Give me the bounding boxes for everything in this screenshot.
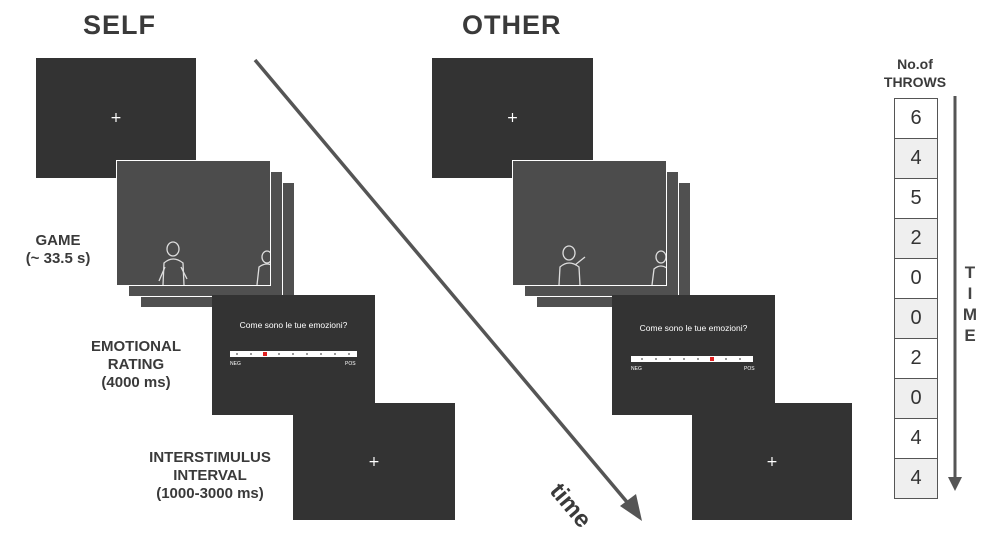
throw-count: 5 [894,178,938,218]
other-rating-screen: Come sono le tue emozioni? NEG POS [612,295,775,415]
vertical-time-arrow-head [948,477,962,491]
self-players-image [117,161,270,285]
rating-neg-label: NEG [631,366,642,372]
time-letter: E [962,325,978,346]
rating-label-line3: (4000 ms) [76,374,196,392]
fixation-cross: + [110,110,122,126]
rating-neg-label: NEG [230,361,241,367]
rating-label-line2: RATING [76,356,196,374]
throws-table: 6 4 5 2 0 0 2 0 4 4 [894,98,938,499]
fixation-cross: + [507,110,519,126]
throw-count: 0 [894,258,938,298]
throw-count: 4 [894,458,938,499]
fixation-cross: + [368,454,380,470]
throw-count: 0 [894,378,938,418]
rating-scale [631,356,753,362]
rating-pos-label: POS [744,366,755,372]
throw-count: 6 [894,98,938,138]
self-rating-screen: Come sono le tue emozioni? NEG POS [212,295,375,415]
rating-label: EMOTIONAL RATING (4000 ms) [76,338,196,392]
rating-prompt: Come sono le tue emozioni? [212,320,375,330]
throw-count: 4 [894,418,938,458]
throws-header-line1: No.of [872,55,958,73]
self-game-screen [116,160,271,286]
throw-count: 4 [894,138,938,178]
time-letter: I [962,283,978,304]
game-label-line2: (~ 33.5 s) [18,250,98,268]
rating-pos-label: POS [345,361,356,367]
throws-header-line2: THROWS [872,73,958,91]
rating-prompt: Come sono le tue emozioni? [612,323,775,333]
self-isi-screen: + [293,403,455,520]
throw-count: 2 [894,218,938,258]
other-players-image [513,161,666,285]
rating-marker [263,352,267,356]
time-letter: T [962,262,978,283]
time-letter: M [962,304,978,325]
throw-count: 2 [894,338,938,378]
throw-count: 0 [894,298,938,338]
isi-label-line1: INTERSTIMULUS [130,449,290,467]
throws-header: No.of THROWS [872,55,958,91]
rating-scale [230,351,357,357]
rating-label-line1: EMOTIONAL [76,338,196,356]
isi-label-line3: (1000-3000 ms) [130,485,290,503]
isi-label: INTERSTIMULUS INTERVAL (1000-3000 ms) [130,449,290,503]
other-game-screen [512,160,667,286]
game-label-line1: GAME [18,232,98,250]
other-isi-screen: + [692,403,852,520]
rating-marker [710,357,714,361]
vertical-time-label: T I M E [962,262,978,346]
fixation-cross: + [766,454,778,470]
game-label: GAME (~ 33.5 s) [18,232,98,268]
isi-label-line2: INTERVAL [130,467,290,485]
